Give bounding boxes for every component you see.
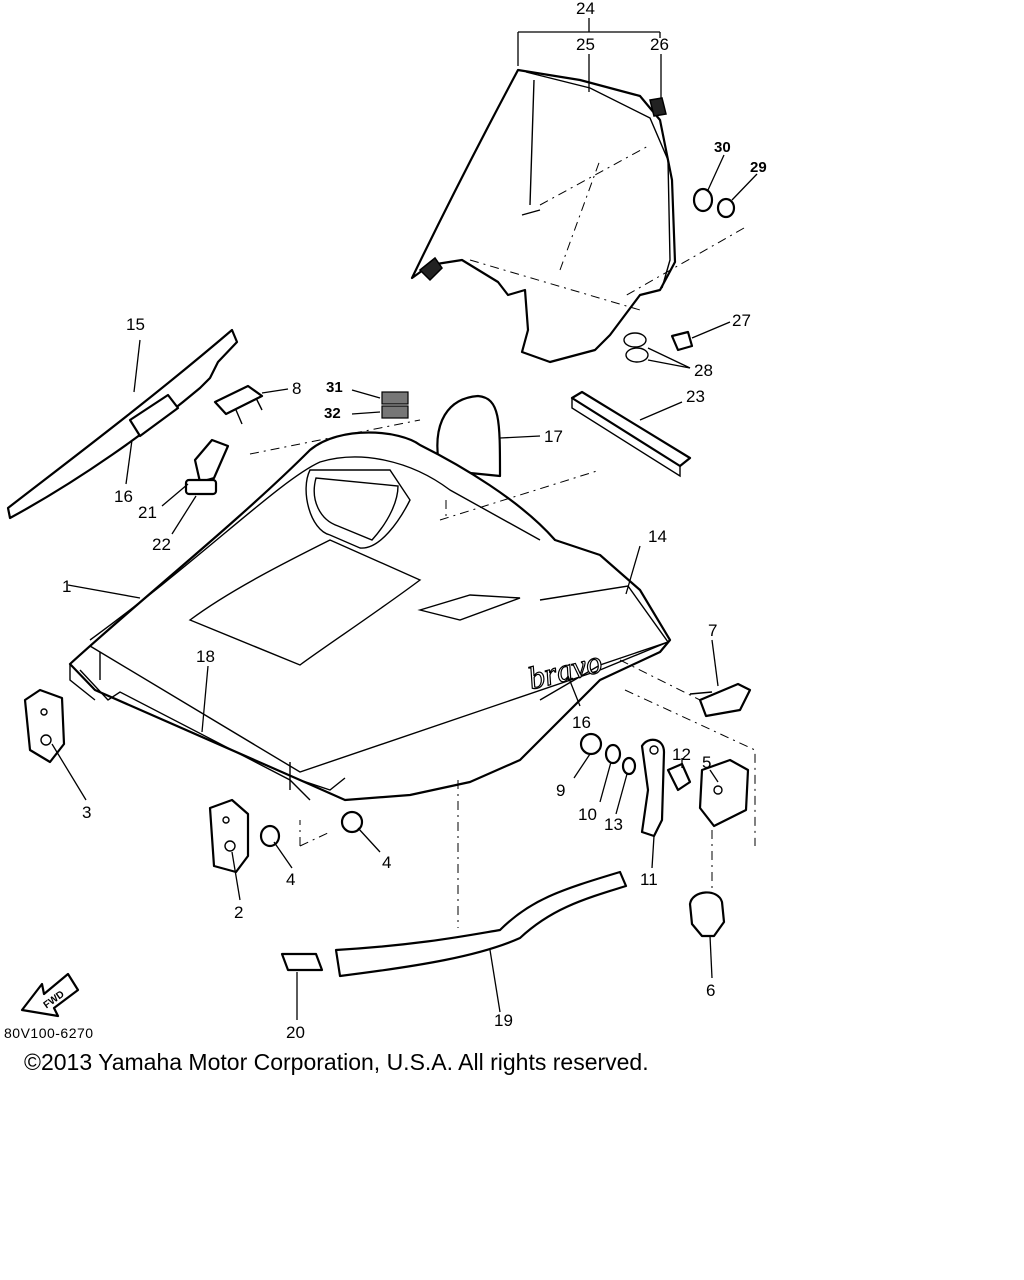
callout-labels: 1 2 3 4 4 5 6 7 8 9 10 11 12 13 14 15 16… [62,0,767,1040]
callout-19: 19 [494,1011,513,1030]
callout-8: 8 [292,379,301,398]
callout-16b: 16 [572,713,591,732]
callout-7: 7 [708,621,717,640]
block-20 [280,952,324,1020]
figure-code: 80V100-6270 [4,1025,94,1041]
reflector-21-22 [161,438,230,535]
callout-29: 29 [750,159,767,176]
copyright-notice: ©2013 Yamaha Motor Corporation, U.S.A. A… [24,1049,649,1075]
knob-6 [688,891,726,979]
hinge-3 [23,688,87,801]
parts-diagram: bravo [6,0,767,1040]
callout-14: 14 [648,527,667,546]
pin-12 [666,758,692,792]
callout-30: 30 [714,139,731,156]
strip-23 [570,390,692,478]
labels-31-32 [351,389,409,419]
callout-32: 32 [324,405,341,422]
hood: bravo [67,419,672,928]
windshield [410,18,677,364]
callout-4a: 4 [286,870,295,889]
callout-15: 15 [126,315,145,334]
fwd-arrow-icon: FWD [20,972,80,1018]
callout-11: 11 [640,870,658,889]
callout-26: 26 [650,35,669,54]
callout-4b: 4 [382,853,391,872]
callout-25: 25 [576,35,595,54]
callout-24: 24 [576,0,595,18]
stripe-decal-15 [6,328,239,520]
callout-20: 20 [286,1023,305,1040]
callout-3: 3 [82,803,91,822]
callout-16a: 16 [114,487,133,506]
callout-31: 31 [326,379,343,396]
callout-23: 23 [686,387,705,406]
pin-7 [619,639,756,846]
latch-block-5 [698,758,750,890]
pad-17 [436,394,541,478]
washers-9-10-13 [573,732,637,815]
grommets-4 [259,810,381,869]
callout-5: 5 [702,753,711,772]
callout-17: 17 [544,427,563,446]
bolt-washers-27-28 [623,321,731,369]
nuts-29-30 [624,154,758,297]
bracket-8 [213,384,289,425]
latch-arm-11 [640,738,666,869]
callout-9: 9 [556,781,565,800]
callout-21: 21 [138,503,157,522]
hinge-2 [208,798,250,901]
callout-10: 10 [578,805,597,824]
callout-13: 13 [604,815,623,834]
callout-28: 28 [694,361,713,380]
callout-12: 12 [672,745,691,764]
callout-18: 18 [196,647,215,666]
trim-19 [334,870,628,1013]
callout-27: 27 [732,311,751,330]
callout-1: 1 [62,577,71,596]
callout-22: 22 [152,535,171,554]
callout-2: 2 [234,903,243,922]
callout-6: 6 [706,981,715,1000]
